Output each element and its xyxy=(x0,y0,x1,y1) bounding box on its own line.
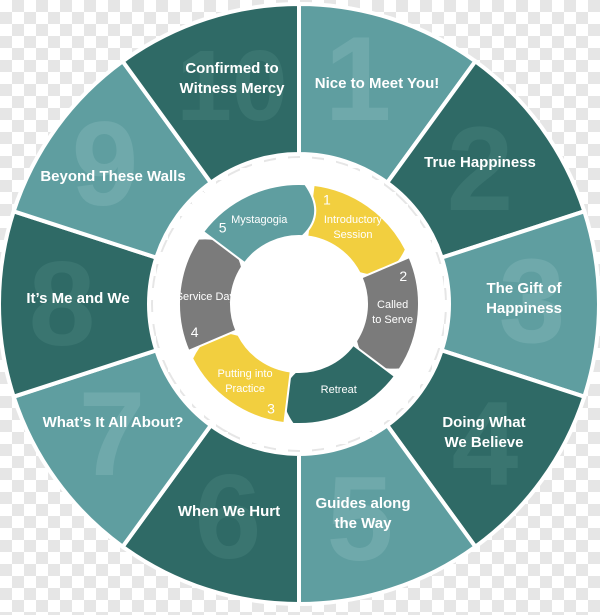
stage-number-4: 4 xyxy=(191,324,199,340)
stage-label-6: Mystagogia xyxy=(231,214,288,226)
stage-shape-6 xyxy=(201,183,317,265)
segment-2-number: 2 xyxy=(447,102,514,236)
segment-7-label: What’s It All About? xyxy=(43,414,184,431)
segment-10 xyxy=(119,1,301,186)
stage-number-1: 1 xyxy=(323,192,331,208)
stage-label-5: Service Day xyxy=(176,291,236,303)
segment-7-number: 7 xyxy=(79,367,146,501)
segment-8-number: 8 xyxy=(29,237,96,371)
stage-number-2: 2 xyxy=(399,268,407,284)
segment-1-label: Nice to Meet You! xyxy=(315,75,439,92)
stage-number-5: 5 xyxy=(219,220,227,236)
segment-6-number: 6 xyxy=(195,450,262,584)
segment-1-number: 1 xyxy=(325,12,392,146)
segment-8-label: It’s Me and We xyxy=(26,290,129,307)
segment-9-label: Beyond These Walls xyxy=(40,168,185,185)
segment-10-number: 10 xyxy=(176,30,287,142)
stage-number-3: 3 xyxy=(267,400,275,416)
stage-label-3: Retreat xyxy=(321,384,357,396)
segment-4-number: 4 xyxy=(452,377,519,511)
segment-3-number: 3 xyxy=(499,234,566,368)
segment-9-number: 9 xyxy=(72,97,139,231)
segment-6-label: When We Hurt xyxy=(178,503,280,520)
segment-5-number: 5 xyxy=(327,452,394,586)
segment-2-label: True Happiness xyxy=(424,154,536,171)
